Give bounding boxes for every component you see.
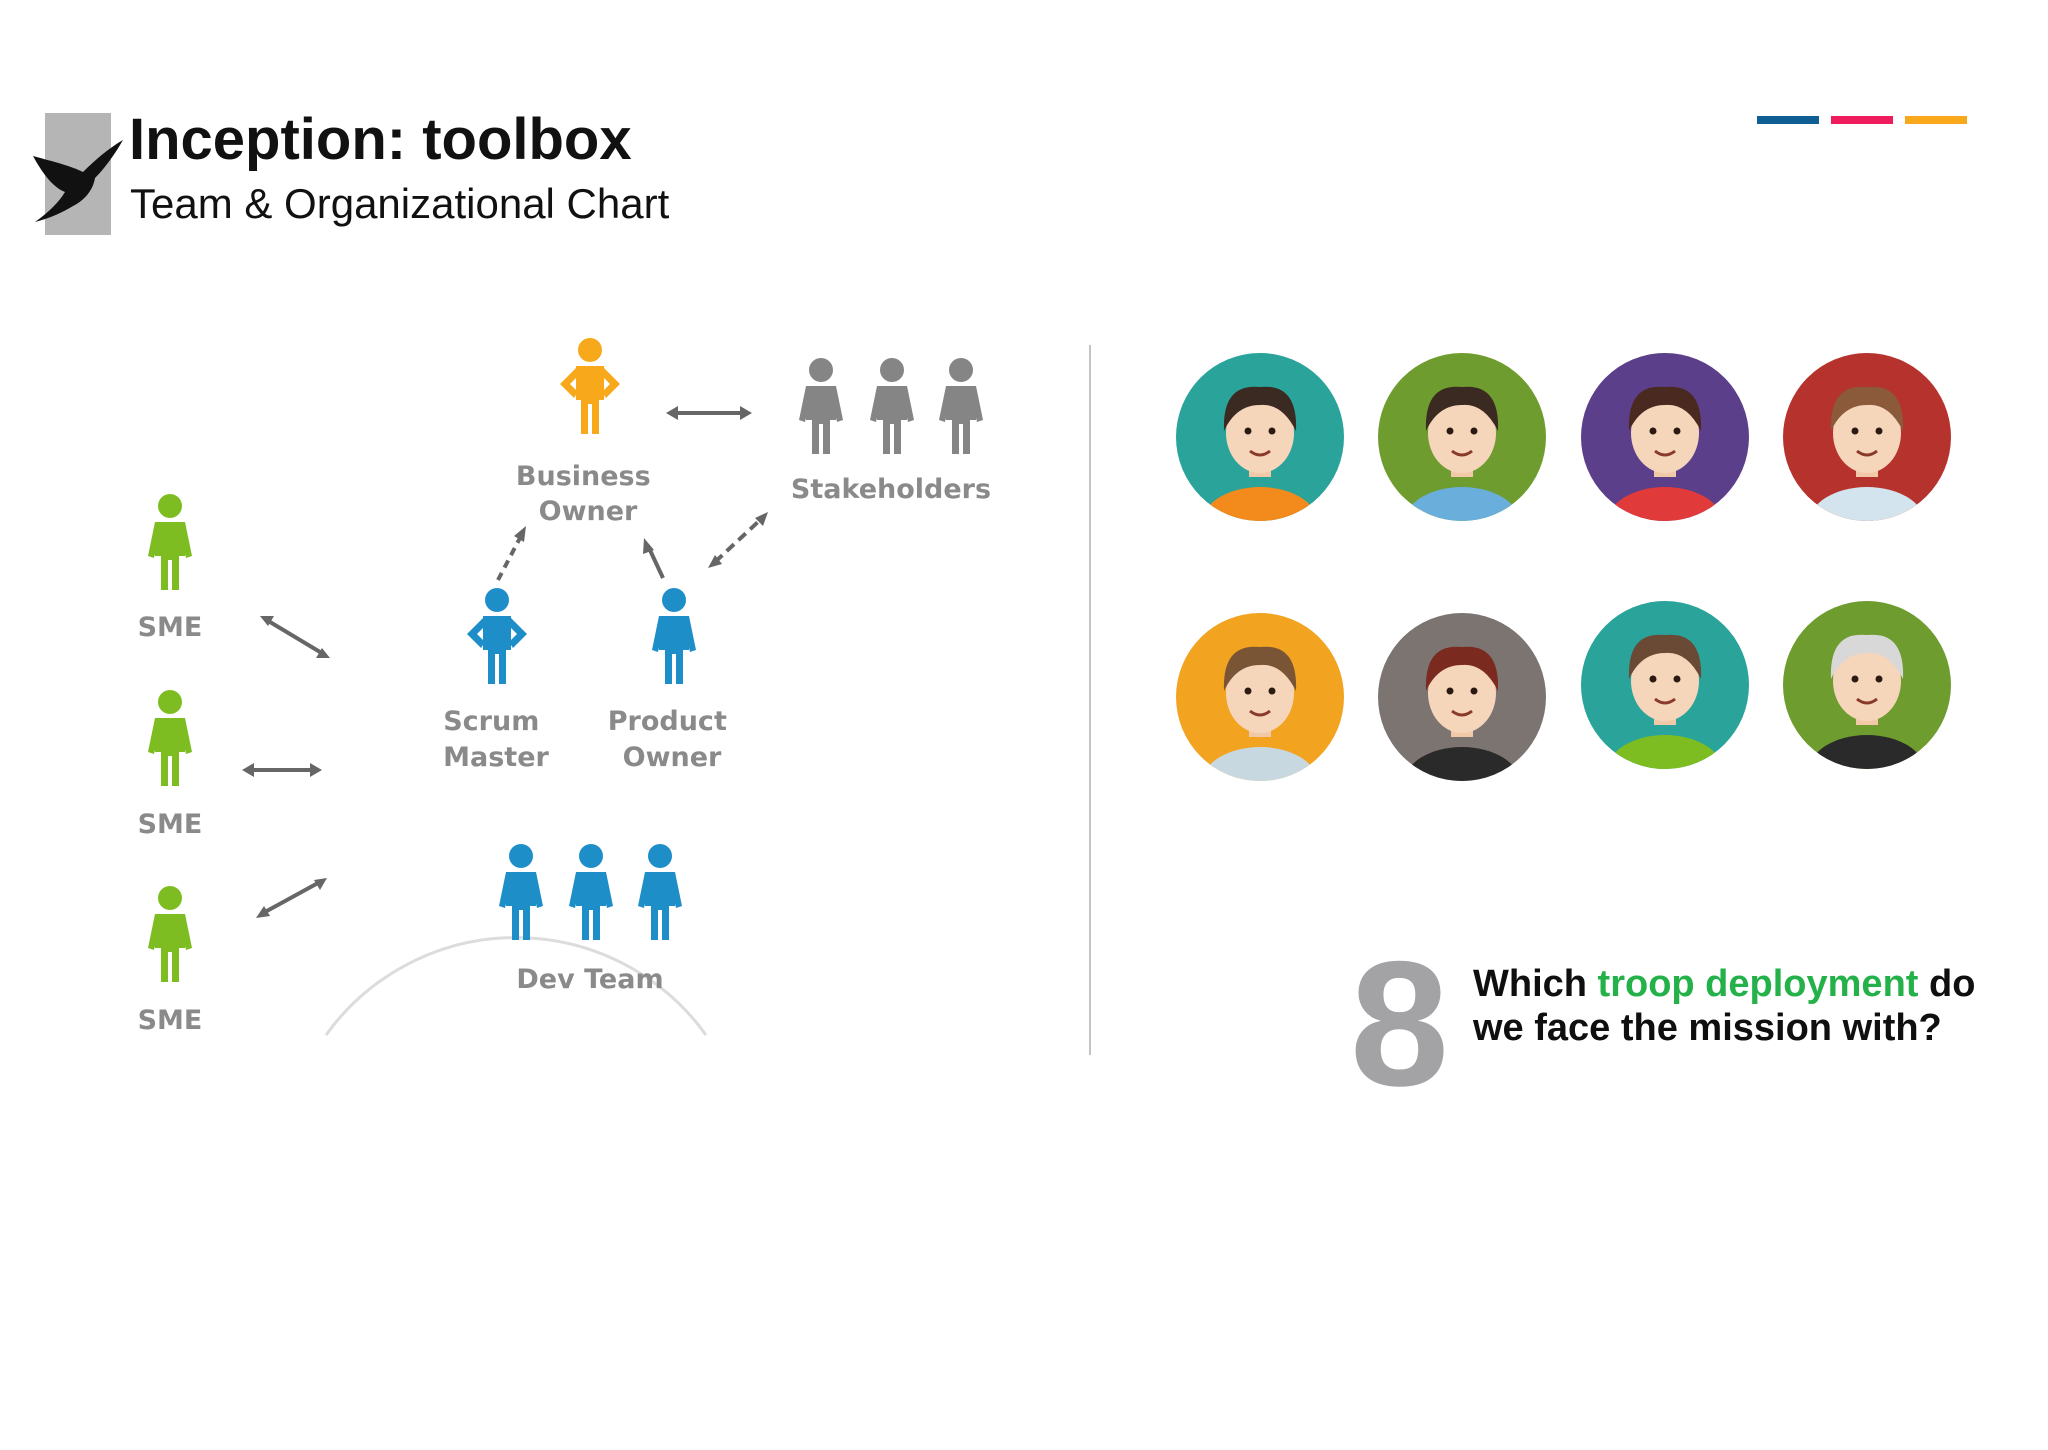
avatar-grid [1176,353,1951,781]
dev-team-figures-icon [499,844,682,940]
stakeholders-figures-icon [799,358,983,454]
winged-figure-logo-icon [33,140,123,222]
avatar-woman-green-icon [1378,353,1546,521]
question-text-end: do we face the mission with? [1473,963,1976,1049]
avatar-man-beard-grey-icon [1378,613,1546,781]
page-title: Inception: toolbox [129,107,632,172]
scrum-master-label: Scrum Master [443,706,549,773]
team-org-diagram: Business Owner Stakeholders Scrum [138,338,991,1036]
scrum-master-figure-icon [467,588,527,684]
sme-label: SME [138,612,203,643]
question-text-start: Which [1473,963,1598,1005]
avatar-woman-bun-teal-2-icon [1581,601,1749,769]
question-highlight: troop deployment [1597,963,1919,1005]
vertical-divider [1089,345,1091,1055]
sme-label: SME [138,809,203,840]
avatar-man-orange-icon [1176,613,1344,781]
business-owner-label: Business Owner [516,461,660,527]
accent-bar-blue [1757,116,1819,124]
sme-figures-icon [148,494,192,982]
stakeholders-label: Stakeholders [791,474,991,505]
dev-team-label: Dev Team [516,964,663,995]
question-number: 8 [1350,924,1449,1123]
page-subtitle: Team & Organizational Chart [130,180,670,227]
accent-bar-pink [1831,116,1893,124]
avatar-woman-purple-icon [1581,353,1749,521]
sme-label: SME [138,1005,203,1036]
business-owner-figure-icon [560,338,620,434]
avatar-woman-bun-teal-icon [1176,353,1344,521]
product-owner-figure-icon [652,588,696,684]
avatar-man-red-icon [1783,353,1951,521]
avatar-old-man-green-icon [1783,601,1951,769]
relationship-arrows [242,406,768,918]
accent-bar-orange [1905,116,1967,124]
product-owner-label: Product Owner [608,706,737,773]
question-text: Which troop deployment do we face the mi… [1473,963,2033,1050]
